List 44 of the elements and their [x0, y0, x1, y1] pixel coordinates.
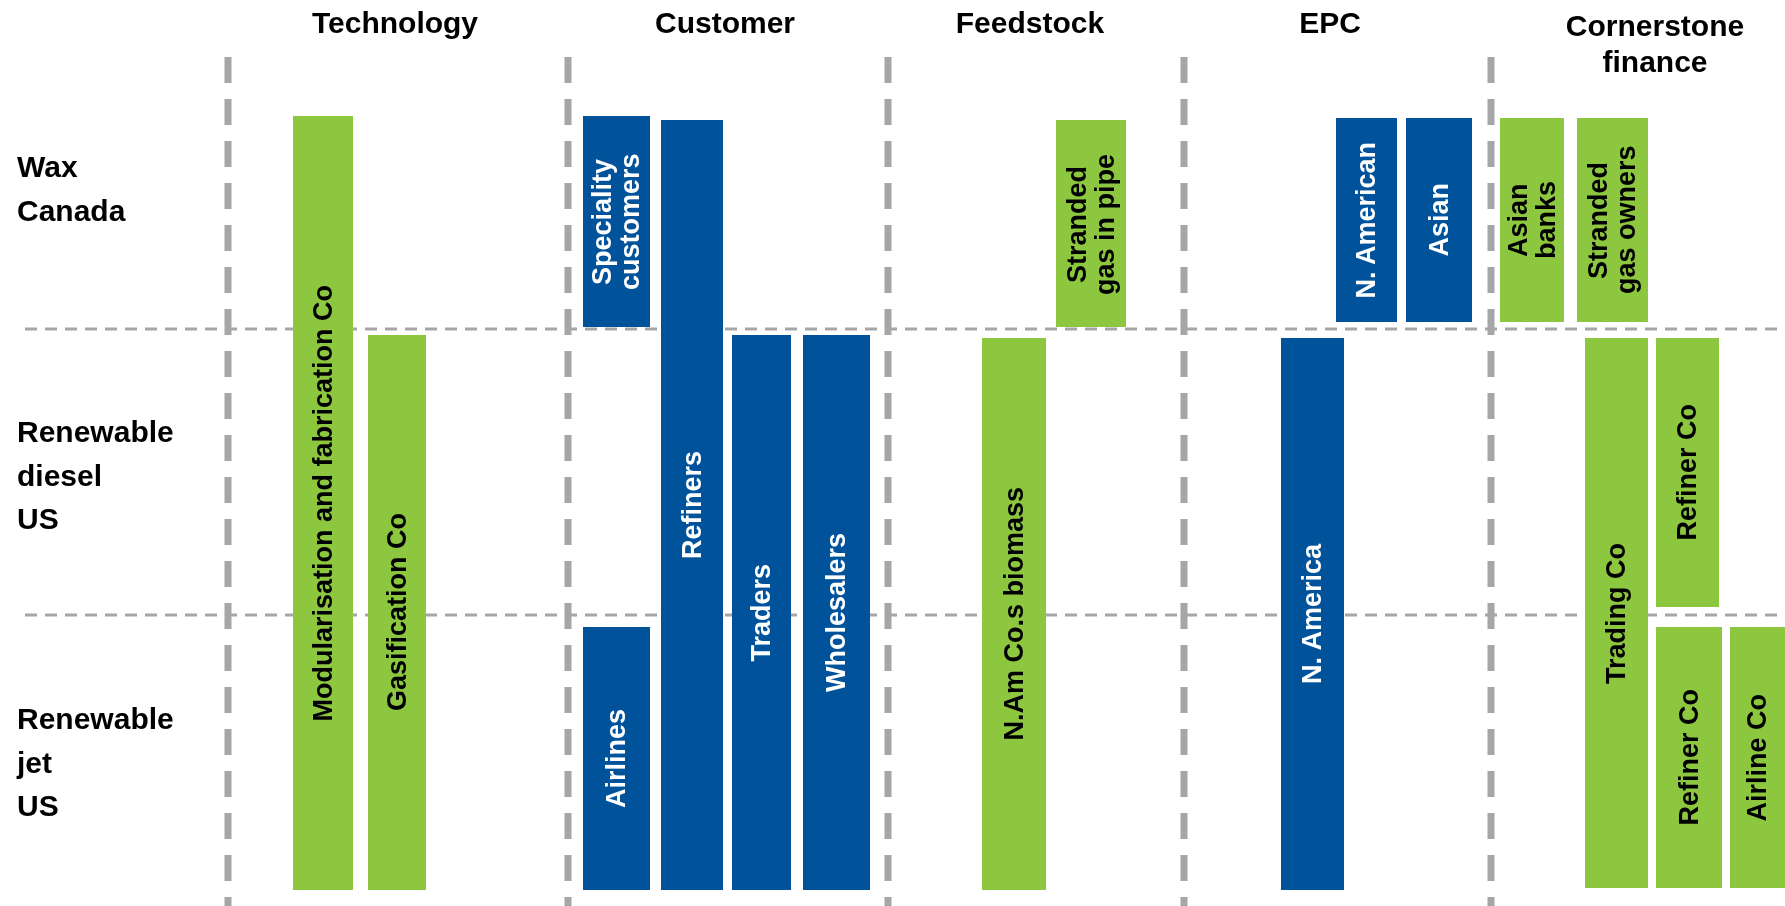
bar-label: Asian — [1424, 183, 1454, 257]
stakeholder-bar — [1656, 338, 1719, 607]
stakeholder-bar — [368, 335, 426, 890]
bar-label: Refiner Co — [1673, 404, 1702, 541]
stakeholder-bar — [803, 335, 870, 890]
stakeholder-bar — [293, 116, 353, 890]
stakeholder-bar — [1585, 338, 1648, 888]
bar-label: Trading Co — [1602, 542, 1631, 684]
column-header: EPC — [1298, 5, 1362, 41]
stakeholder-bar — [661, 120, 723, 890]
column-header: Cornerstone finance — [1564, 8, 1746, 80]
stakeholder-bar — [1281, 338, 1344, 890]
bar-label: Asian banks — [1503, 180, 1561, 262]
row-header: Renewable diesel US — [17, 414, 175, 537]
bar-label: Gasification Co — [382, 513, 412, 712]
row-header: Wax Canada — [17, 149, 127, 229]
bar-label: Refiners — [677, 450, 707, 559]
bar-label: Stranded gas in pipe — [1062, 152, 1120, 296]
bar-label: Modularisation and fabrication Co — [308, 284, 338, 722]
bar-label: Traders — [747, 563, 776, 662]
stakeholder-bar — [982, 338, 1046, 890]
bar-label: Refiner Co — [1674, 689, 1704, 826]
stakeholder-bar — [1056, 120, 1126, 327]
column-header: Customer — [654, 5, 796, 41]
stakeholder-bar — [1577, 118, 1648, 322]
stakeholder-bar — [1656, 627, 1722, 888]
bar-label: N. American — [1352, 141, 1381, 299]
stakeholder-bar — [1336, 118, 1397, 322]
bar-label: Wholesalers — [822, 532, 851, 693]
bar-label: Airline Co — [1743, 693, 1772, 822]
row-header: Renewable jet US — [17, 701, 175, 824]
stakeholder-bar — [583, 627, 650, 890]
stakeholder-bar — [583, 116, 650, 327]
stakeholder-bar — [1406, 118, 1472, 322]
stakeholder-bar — [1500, 118, 1564, 322]
bar-label: N. America — [1298, 543, 1327, 685]
stakeholder-bar — [732, 335, 791, 890]
bar-label: Airlines — [602, 708, 631, 808]
bar-label: N.Am Co.s biomass — [999, 487, 1029, 741]
column-header: Technology — [310, 5, 480, 41]
bar-label: Speciality customers — [588, 152, 645, 292]
column-header: Feedstock — [954, 5, 1106, 41]
bar-label: Stranded gas owners — [1584, 145, 1641, 295]
stakeholder-bar — [1730, 627, 1785, 888]
